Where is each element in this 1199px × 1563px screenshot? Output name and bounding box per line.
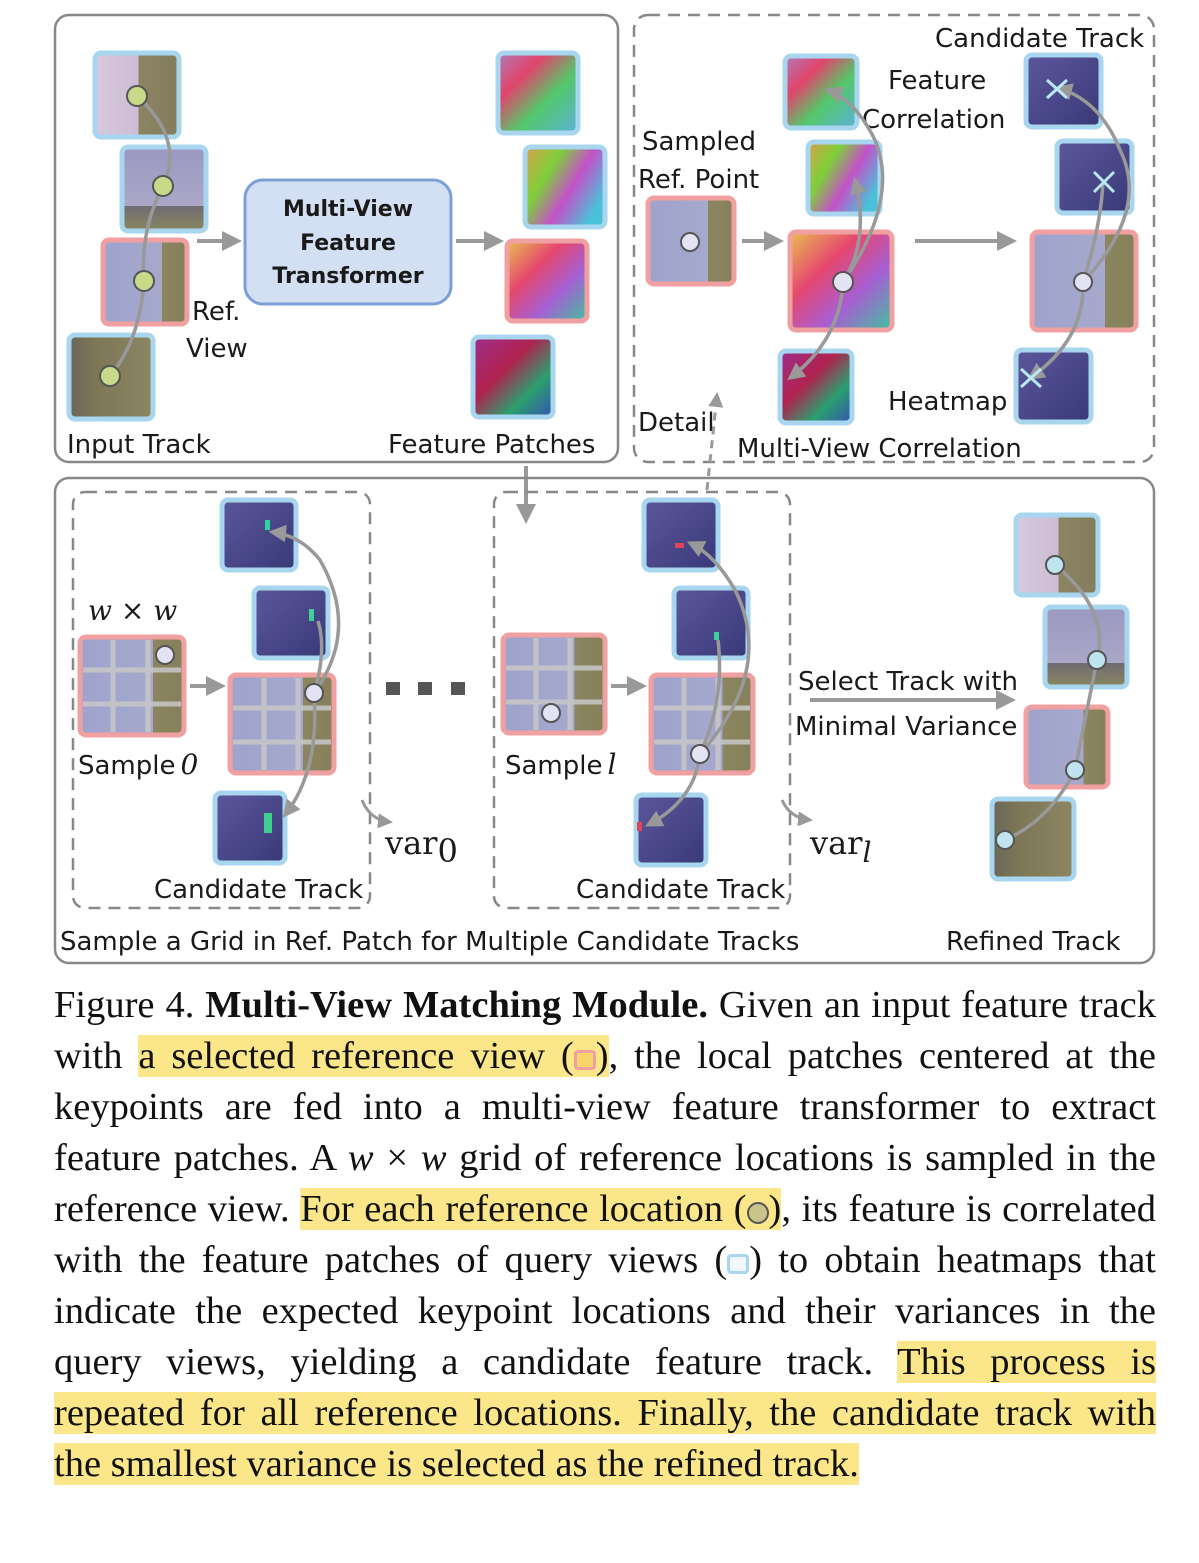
caption-math-w1: w (347, 1137, 374, 1179)
caption-text-4: , its feature is correlated with the fea… (54, 1188, 1156, 1281)
refined-track-label: Refined Track (946, 927, 1121, 957)
input-track-curve (108, 94, 172, 378)
sampled-point (680, 232, 700, 252)
caption-text-5: to obtain heatmaps that indicate the exp… (54, 1239, 1156, 1383)
reference-view-symbol (573, 1050, 596, 1070)
transformer-label-2: Feature (300, 231, 396, 256)
bottom-panel-label: Sample a Grid in Ref. Patch for Multiple… (60, 927, 799, 957)
heatmap-cross-marks (1019, 78, 1116, 389)
ellipsis-dots (386, 682, 465, 695)
figure-diagram: Ref. View Input Track Multi-View Feature… (53, 13, 1156, 965)
input-track-label: Input Track (67, 430, 211, 460)
reference-location-symbol (746, 1202, 769, 1224)
ref-view-label-1: Ref. (192, 297, 240, 327)
samplel-candidate-patches (633, 497, 756, 868)
heatmap-candidate-patches (1013, 52, 1139, 425)
sample0-grid-patch (77, 634, 187, 738)
refined-keypoints (995, 555, 1107, 850)
refined-track-patches (989, 512, 1130, 882)
caption-highlight-1: a selected reference view () (138, 1035, 609, 1077)
grid-size-label: w × w (88, 594, 177, 627)
caption-math-w2: w (420, 1137, 447, 1179)
feature-correlation-label-1: Feature (888, 66, 986, 96)
samplel-grid-patch (500, 632, 608, 736)
grid-sampling-panel (53, 476, 1156, 965)
input-track-patches (66, 50, 209, 422)
varl-label: varl (809, 824, 871, 869)
caption-text-1: Given an input feature track with (54, 984, 1156, 1077)
transformer-label-1: Multi-View (283, 197, 413, 222)
detail-label: Detail (638, 408, 715, 438)
var0-label: var0 (384, 824, 458, 870)
feature-patches-label: Feature Patches (388, 430, 595, 460)
input-keypoints (99, 85, 174, 387)
sampled-ref-label-1: Sampled (642, 127, 756, 157)
candidate-track-label-b: Candidate Track (576, 875, 785, 905)
select-track-label-1: Select Track with (798, 667, 1018, 697)
heatmap-label: Heatmap (888, 387, 1007, 417)
caption-text-2: , the local patches centered at the keyp… (54, 1035, 1156, 1179)
ref-view-label-2: View (186, 334, 248, 364)
feature-patches (470, 50, 608, 420)
feature-correlation-label-2: Correlation (862, 105, 1005, 135)
sampled-ref-label-2: Ref. Point (638, 165, 759, 195)
figure-number: Figure 4. (54, 984, 195, 1026)
multi-view-correlation-panel (632, 13, 1156, 464)
caption-highlight-2: For each reference location () (300, 1188, 782, 1230)
caption-math-times: × (373, 1137, 421, 1179)
query-view-symbol (727, 1254, 750, 1274)
figure-title: Multi-View Matching Module. (205, 984, 708, 1026)
figure-caption: Figure 4. Multi-View Matching Module. Gi… (54, 984, 1157, 1485)
candidate-track-label-a: Candidate Track (154, 875, 363, 905)
multi-view-correlation-label: Multi-View Correlation (737, 434, 1022, 464)
caption-text-3: grid of reference locations is sampled i… (54, 1137, 1157, 1230)
multi-view-feature-transformer-box (243, 178, 453, 306)
candidate-track-label-top: Candidate Track (935, 24, 1144, 54)
transformer-label-3: Transformer (272, 264, 423, 289)
select-track-label-2: Minimal Variance (795, 712, 1017, 742)
input-track-panel (53, 13, 620, 464)
